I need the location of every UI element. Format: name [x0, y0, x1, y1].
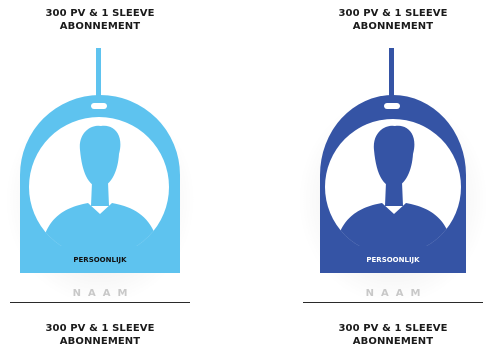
top-caption-line1: 300 PV & 1 SLEEVE	[338, 8, 448, 19]
person-silhouette-icon	[334, 125, 454, 255]
bottom-caption-left: 300 PV & 1 SLEEVE ABONNEMENT	[0, 322, 200, 348]
top-caption-line1: 300 PV & 1 SLEEVE	[45, 8, 155, 19]
top-caption-line2: ABONNEMENT	[59, 21, 141, 32]
top-caption-left: 300 PV & 1 SLEEVE ABONNEMENT	[0, 7, 200, 33]
tag-cord	[389, 48, 394, 108]
name-placeholder: NAAM	[72, 288, 135, 299]
name-underline	[10, 302, 190, 303]
badge-background	[20, 246, 180, 273]
top-caption-right: 300 PV & 1 SLEEVE ABONNEMENT	[293, 7, 493, 33]
bottom-caption-line1: 300 PV & 1 SLEEVE	[45, 323, 155, 334]
tag-hole	[384, 103, 400, 109]
bottom-caption-line2: ABONNEMENT	[59, 336, 141, 347]
luggage-tag-right: PERSOONLIJK	[293, 0, 493, 300]
bottom-caption-line2: ABONNEMENT	[352, 336, 434, 347]
top-caption-line2: ABONNEMENT	[352, 21, 434, 32]
tag-hole	[91, 103, 107, 109]
card-left: 300 PV & 1 SLEEVE ABONNEMENT	[0, 0, 200, 354]
person-silhouette-icon	[40, 125, 160, 257]
name-underline	[303, 302, 483, 303]
badge-label: PERSOONLIJK	[366, 256, 420, 264]
luggage-tag-left: PERSOONLIJK	[0, 0, 200, 300]
badge-background	[320, 246, 466, 273]
bottom-caption-right: 300 PV & 1 SLEEVE ABONNEMENT	[293, 322, 493, 348]
name-placeholder: NAAM	[365, 288, 428, 299]
bottom-caption-line1: 300 PV & 1 SLEEVE	[338, 323, 448, 334]
card-right: 300 PV & 1 SLEEVE ABONNEMENT	[293, 0, 493, 354]
tag-cord	[96, 48, 101, 108]
badge-label: PERSOONLIJK	[73, 256, 127, 264]
